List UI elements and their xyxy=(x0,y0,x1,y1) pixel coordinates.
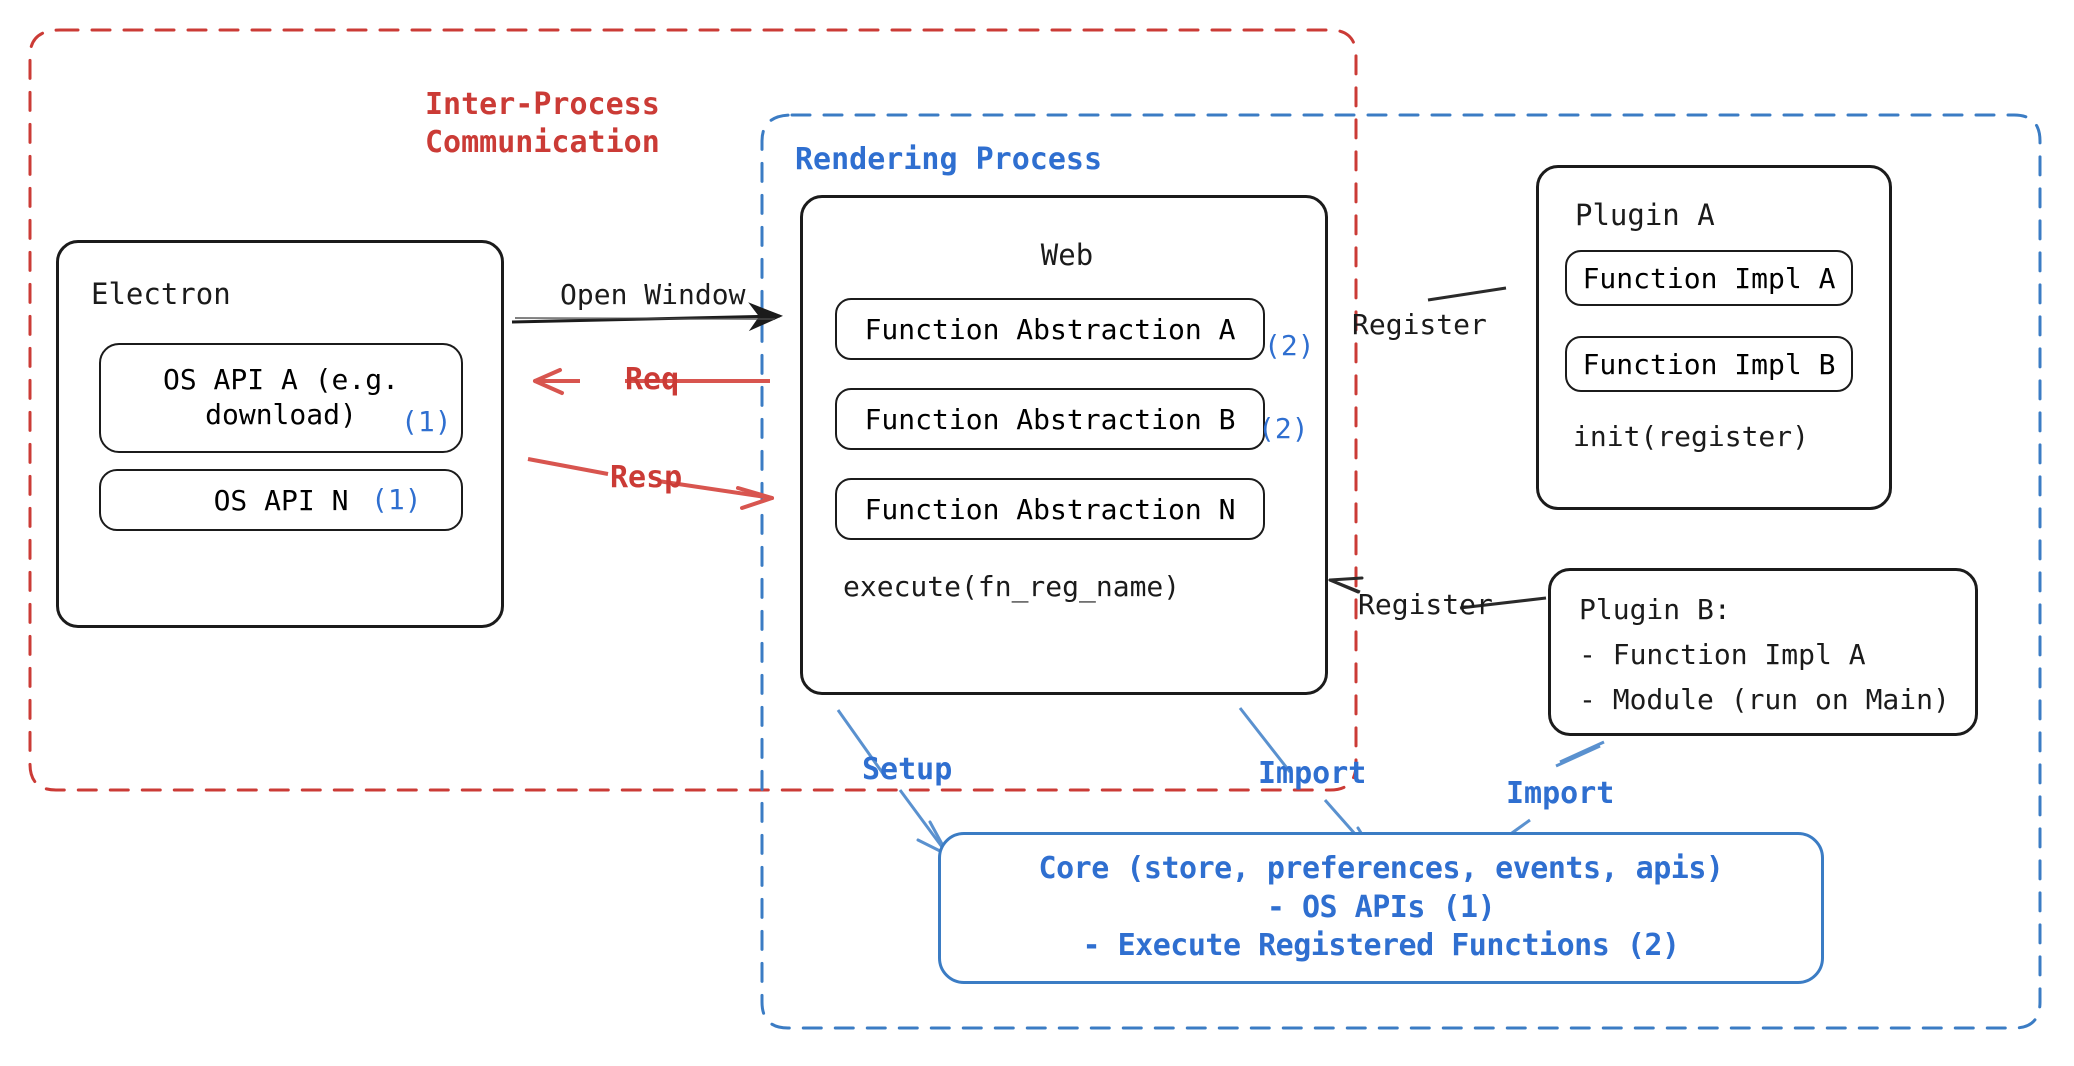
plugin-b-line-2: - Module (run on Main) xyxy=(1579,683,1950,716)
os-api-n-marker: (1) xyxy=(371,483,422,516)
web-footer-execute: execute(fn_reg_name) xyxy=(843,570,1181,603)
plugin-b-line-0: Plugin B: xyxy=(1579,593,1731,626)
core-line-0: Core (store, preferences, events, apis) xyxy=(1038,851,1724,887)
function-impl-a-label: Function Impl A xyxy=(1582,261,1836,295)
web-title: Web xyxy=(1040,238,1094,272)
edge-label-import-web: Import xyxy=(1258,756,1367,791)
function-abstraction-b-marker: (2) xyxy=(1258,412,1309,445)
rendering-region-label: Rendering Process xyxy=(795,142,1103,177)
node-core[interactable]: Core (store, preferences, events, apis) … xyxy=(938,832,1824,984)
ipc-region-label: Inter-Process Communication xyxy=(425,87,660,161)
edge-label-resp: Resp xyxy=(610,460,683,495)
edge-label-import-plugin-b: Import xyxy=(1506,776,1615,811)
node-function-abstraction-b[interactable]: Function Abstraction B xyxy=(835,388,1265,450)
os-api-a-label: OS API A (e.g. download) xyxy=(162,363,399,431)
node-function-impl-b[interactable]: Function Impl B xyxy=(1565,336,1853,392)
core-line-1: - OS APIs (1) xyxy=(1266,889,1496,925)
plugin-a-footer-init: init(register) xyxy=(1573,420,1810,453)
function-abstraction-a-label: Function Abstraction A xyxy=(864,312,1236,346)
function-impl-b-label: Function Impl B xyxy=(1582,347,1836,381)
edge-label-register-a: Register xyxy=(1352,308,1487,341)
node-electron[interactable]: Electron OS API A (e.g. download) (1) OS… xyxy=(56,240,504,628)
edge-label-open-window: Open Window xyxy=(560,278,746,311)
edge-open-window xyxy=(511,302,783,332)
node-function-abstraction-a[interactable]: Function Abstraction A xyxy=(835,298,1265,360)
os-api-n-label: OS API N xyxy=(213,483,349,517)
node-plugin-a[interactable]: Plugin A Function Impl A Function Impl B… xyxy=(1536,165,1892,510)
function-abstraction-n-label: Function Abstraction N xyxy=(864,492,1236,526)
node-web[interactable]: Web Function Abstraction A Function Abst… xyxy=(800,195,1328,695)
electron-title: Electron xyxy=(91,277,231,311)
function-abstraction-a-marker: (2) xyxy=(1264,329,1315,362)
function-abstraction-b-label: Function Abstraction B xyxy=(864,402,1236,436)
edge-label-register-b: Register xyxy=(1358,588,1493,621)
edge-label-req: Req xyxy=(625,362,680,397)
plugin-a-title: Plugin A xyxy=(1575,198,1715,232)
plugin-b-line-1: - Function Impl A xyxy=(1579,638,1866,671)
node-function-abstraction-n[interactable]: Function Abstraction N xyxy=(835,478,1265,540)
node-os-api-n[interactable]: OS API N xyxy=(99,469,463,531)
os-api-a-marker: (1) xyxy=(401,405,452,438)
node-os-api-a[interactable]: OS API A (e.g. download) xyxy=(99,343,463,453)
core-line-2: - Execute Registered Functions (2) xyxy=(1082,928,1680,964)
node-plugin-b[interactable]: Plugin B: - Function Impl A - Module (ru… xyxy=(1548,568,1978,736)
edge-label-setup: Setup xyxy=(862,752,953,787)
node-function-impl-a[interactable]: Function Impl A xyxy=(1565,250,1853,306)
